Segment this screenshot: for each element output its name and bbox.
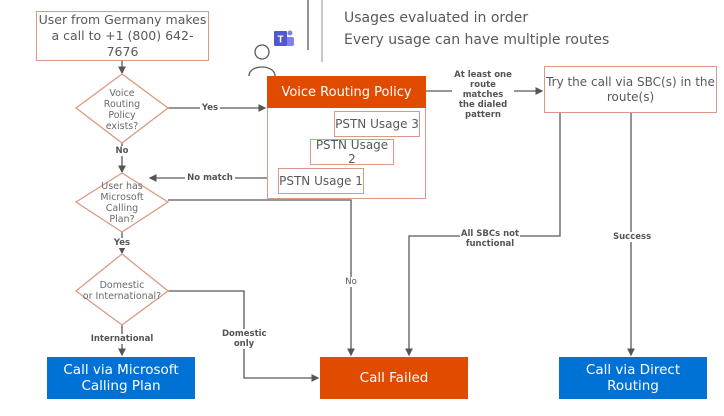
label-line: All SBCs not — [460, 229, 520, 239]
teams-icon: T — [274, 30, 294, 46]
decision-text-line: User has — [101, 181, 143, 192]
pstn-usage-1: PSTN Usage 1 — [278, 168, 364, 194]
label-route-matches: At least one route matches the dialed pa… — [452, 70, 514, 120]
decision-text-line: exists? — [105, 121, 139, 132]
label-no-match: No match — [185, 173, 235, 183]
decision-text-line: Domestic — [99, 280, 145, 291]
call-failed-node: Call Failed — [320, 357, 468, 399]
label-line: only — [233, 339, 255, 349]
decision-text-line: or International? — [82, 291, 162, 302]
start-node: User from Germany makes a call to +1 (80… — [36, 11, 209, 61]
decision-text-line: Routing — [103, 99, 141, 110]
decision-text-line: Voice — [109, 88, 135, 99]
label-domestic-only: Domestic only — [222, 329, 267, 349]
decision-text-line: Calling — [105, 203, 139, 214]
label-line: Domestic — [222, 329, 267, 339]
decision-policy-exists — [74, 73, 170, 144]
label-all-sbcs: All SBCs not functional — [460, 229, 520, 249]
label-yes-plan: Yes — [112, 238, 132, 248]
label-line: the dialed — [458, 100, 508, 110]
label-success: Success — [613, 232, 652, 242]
decision-text-line: Microsoft — [100, 192, 144, 203]
label-line: route matches — [462, 80, 504, 100]
label-no-plan: No — [343, 277, 359, 287]
label-international: International — [88, 334, 156, 344]
try-sbc-node: Try the call via SBC(s) in the route(s) — [544, 66, 717, 113]
policy-title: Voice Routing Policy — [267, 76, 426, 108]
decision-text-line: Policy — [108, 110, 136, 121]
pstn-usage-2: PSTN Usage 2 — [310, 138, 394, 166]
decision-calling-plan-text: User has Microsoft Calling Plan? — [92, 181, 152, 225]
decision-text-line: Plan? — [109, 214, 135, 225]
label-yes-policy: Yes — [200, 103, 220, 113]
label-line: functional — [465, 239, 515, 249]
decision-domestic-international — [74, 253, 170, 326]
note-usages-order: Usages evaluated in order — [344, 10, 529, 26]
call-direct-routing-node: Call via Direct Routing — [559, 357, 707, 399]
svg-text:T: T — [277, 35, 283, 46]
label-line: pattern — [465, 110, 501, 120]
call-mcp-node: Call via Microsoft Calling Plan — [47, 357, 195, 399]
decision-domestic-text: Domestic or International? — [72, 280, 172, 302]
label-no-policy: No — [114, 146, 130, 156]
decision-policy-text: Voice Routing Policy exists? — [92, 88, 152, 132]
user-icon — [248, 44, 276, 76]
decision-calling-plan — [74, 172, 170, 233]
pstn-usage-3: PSTN Usage 3 — [334, 111, 420, 137]
note-multiple-routes: Every usage can have multiple routes — [344, 32, 610, 48]
label-line: At least one — [454, 70, 512, 80]
voice-routing-policy: Voice Routing Policy PSTN Usage 3 PSTN U… — [267, 76, 426, 199]
